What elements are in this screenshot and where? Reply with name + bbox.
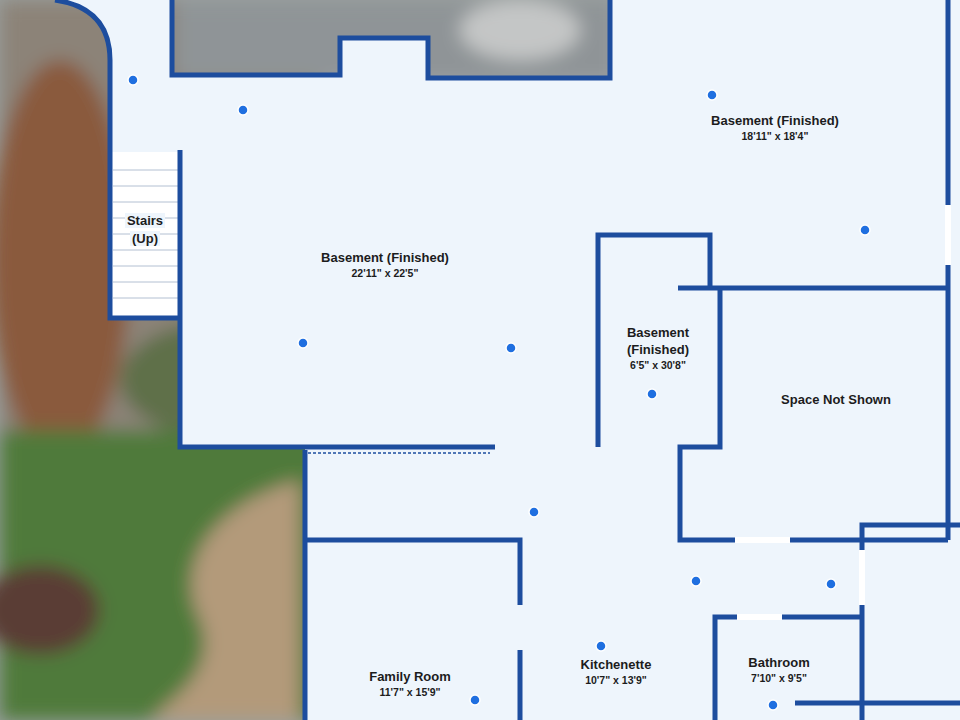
text-patch: Family Room: [367, 669, 453, 684]
room-dimensions: 7'10" x 9'5": [746, 672, 811, 686]
text-patch: Kitchenette: [579, 657, 654, 672]
room-label: Basement (Finished) 22'11" x 22'5": [319, 249, 451, 280]
camera-dot: [238, 105, 248, 115]
camera-dot: [768, 700, 778, 710]
camera-markers: [128, 75, 870, 710]
door: [735, 537, 790, 543]
room-name: Stairs (Up): [113, 212, 177, 247]
window: [945, 205, 951, 265]
room-label: Basement (Finished)6'5" x 30'8": [602, 324, 714, 373]
text-patch: Basement (Finished): [625, 325, 691, 358]
camera-dot: [298, 338, 308, 348]
text-patch: 11'7" x 15'9": [377, 686, 442, 698]
room-label: Stairs (Up): [113, 212, 177, 247]
sky-patch: [460, 0, 580, 60]
room-dimensions: 11'7" x 15'9": [367, 686, 453, 700]
room-label: Kitchenette 10'7" x 13'9": [579, 656, 654, 687]
room-name: Kitchenette: [579, 656, 654, 674]
room-label: Basement (Finished) 18'11" x 18'4": [709, 112, 841, 143]
text-patch: Basement (Finished): [319, 250, 451, 265]
camera-dot: [826, 579, 836, 589]
text-patch: 7'10" x 9'5": [749, 672, 809, 684]
door: [859, 550, 865, 605]
camera-dot: [647, 389, 657, 399]
camera-dot: [596, 641, 606, 651]
camera-dot: [529, 507, 539, 517]
room-name: Family Room: [367, 668, 453, 686]
text-patch: Bathroom: [746, 655, 811, 670]
text-patch: Space Not Shown: [779, 392, 893, 407]
stair-treads: [113, 170, 178, 298]
door: [737, 614, 782, 620]
room-name: Bathroom: [746, 654, 811, 672]
camera-dot: [707, 90, 717, 100]
text-patch: 18'11" x 18'4": [740, 130, 811, 142]
camera-dot: [506, 343, 516, 353]
floor: [55, 0, 960, 720]
text-patch: 22'11" x 22'5": [350, 267, 421, 279]
walls: [55, 0, 960, 720]
text-patch: 10'7" x 13'9": [583, 674, 649, 686]
room-dimensions: 10'7" x 13'9": [579, 674, 654, 688]
stairs: [112, 152, 178, 316]
camera-dot: [860, 225, 870, 235]
text-patch: Stairs (Up): [125, 213, 165, 246]
half-wall: [308, 452, 490, 454]
camera-dot: [128, 75, 138, 85]
room-name: Basement (Finished): [602, 324, 714, 359]
text-patch: 6'5" x 30'8": [628, 359, 688, 371]
text-patch: Basement (Finished): [709, 113, 841, 128]
path: [150, 480, 300, 720]
room-dimensions: 18'11" x 18'4": [709, 130, 841, 144]
room-name: Basement (Finished): [319, 249, 451, 267]
room-dimensions: 22'11" x 22'5": [319, 267, 451, 281]
bush: [0, 565, 100, 655]
room-name: Basement (Finished): [709, 112, 841, 130]
room-label: Space Not Shown: [779, 391, 893, 409]
room-dimensions: 6'5" x 30'8": [602, 359, 714, 373]
camera-dot: [691, 576, 701, 586]
camera-dot: [470, 695, 480, 705]
room-name: Space Not Shown: [779, 391, 893, 409]
room-label: Bathroom 7'10" x 9'5": [746, 654, 811, 685]
room-label: Family Room 11'7" x 15'9": [367, 668, 453, 699]
